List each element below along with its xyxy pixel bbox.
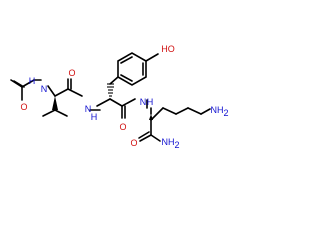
atom-label-layer: H N O O N H HO O N H NH 2 O NH 2 <box>20 44 228 150</box>
bond-layer <box>10 52 211 142</box>
atom-label-subscript: 2 <box>223 108 228 118</box>
bond <box>145 53 159 62</box>
atom-label-ho: HO <box>161 44 175 54</box>
atom-label-h: H <box>91 112 98 122</box>
atom-label-o: O <box>130 138 137 148</box>
bond <box>150 134 161 142</box>
bond <box>42 109 56 117</box>
atom-label-nh: NH <box>211 105 224 115</box>
bond <box>109 98 123 107</box>
atom-label-o: O <box>119 122 126 132</box>
bond <box>162 107 177 115</box>
atom-label-o: O <box>20 102 27 112</box>
atom-label-o: O <box>68 68 75 78</box>
bond <box>54 88 69 97</box>
double-bond <box>120 74 133 82</box>
atom-label-n: N <box>85 104 92 114</box>
stereo-wedge <box>52 96 58 110</box>
bond <box>200 108 211 115</box>
molecule-structure: H N O O N H HO O N H NH 2 O NH 2 <box>10 44 229 150</box>
bond <box>47 85 56 97</box>
bond <box>187 107 202 115</box>
double-bond <box>120 56 133 64</box>
bond <box>10 79 23 88</box>
atom-label-n: N <box>41 84 48 94</box>
bond <box>54 109 68 117</box>
bond <box>67 88 83 97</box>
atom-label-h: H <box>147 97 154 107</box>
bond <box>121 98 136 107</box>
atom-label-subscript: 2 <box>174 140 179 150</box>
double-bond <box>138 131 150 139</box>
bond <box>150 107 164 121</box>
bond <box>21 79 35 88</box>
bond <box>109 76 119 85</box>
bond <box>96 98 111 107</box>
atom-label-h: H <box>29 76 36 86</box>
atom-label-nh: NH <box>162 137 175 147</box>
atom-label-n: N <box>140 97 147 107</box>
stereo-hash <box>107 83 114 97</box>
bond <box>175 107 189 115</box>
bond <box>139 134 152 142</box>
